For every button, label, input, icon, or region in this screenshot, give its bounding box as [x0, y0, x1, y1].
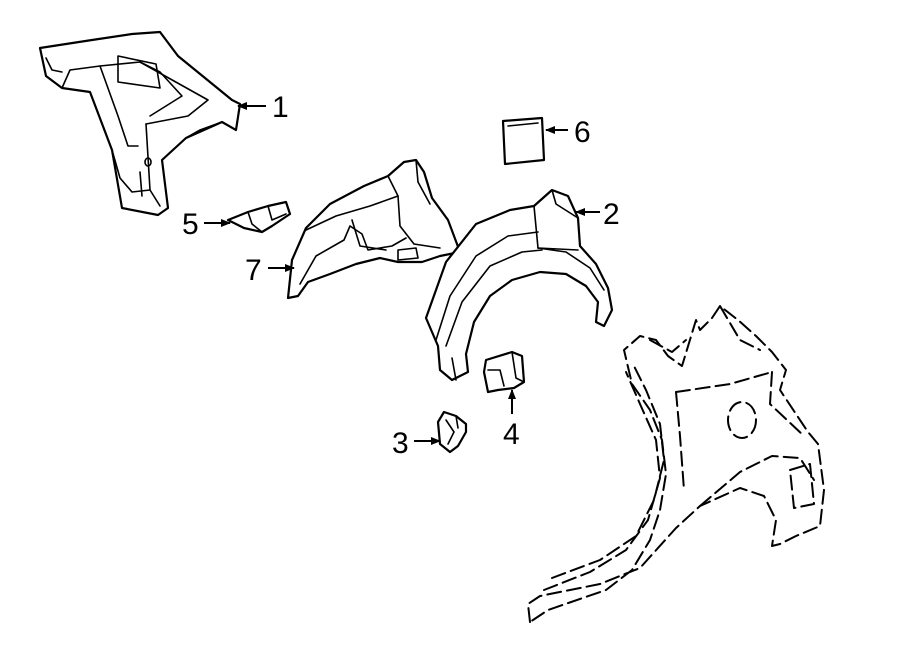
part-2-wheel-arch[interactable]	[424, 188, 614, 382]
part-6-pad[interactable]	[501, 116, 546, 166]
part-5-bracket[interactable]	[226, 200, 292, 234]
callout-7: 7	[245, 254, 262, 287]
quarter-panel-reference	[527, 305, 825, 623]
part-4-clip[interactable]	[482, 350, 526, 394]
part-3-clip[interactable]	[436, 410, 468, 454]
part-7-wheelhouse-liner[interactable]	[286, 158, 462, 300]
callout-6: 6	[574, 116, 591, 149]
callout-3: 3	[392, 427, 409, 460]
callout-4: 4	[503, 418, 520, 451]
callout-5: 5	[182, 208, 199, 241]
callout-1: 1	[272, 91, 289, 124]
part-1-inner-panel[interactable]	[38, 30, 242, 217]
callout-2: 2	[603, 198, 620, 231]
